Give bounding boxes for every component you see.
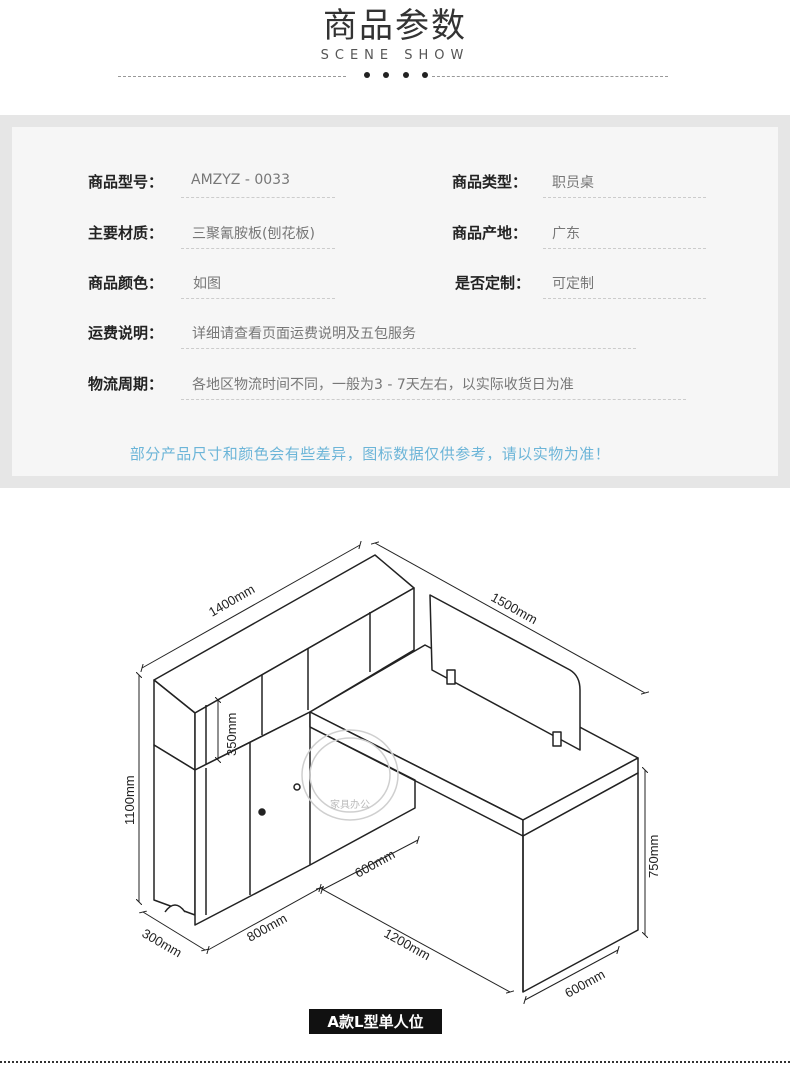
spec-shipping-value: 详细请查看页面运费说明及五包服务 (192, 326, 416, 342)
product-dimension-drawing: 家具办公 1400mm 1500mm 350mm 1100mm 750mm 60… (122, 530, 661, 1005)
divider-dots (364, 72, 428, 78)
dim-top-width: 1400mm (206, 581, 257, 619)
dim-desk-height: 750mm (646, 835, 661, 878)
bottom-divider (0, 1061, 790, 1063)
dim-cabinet-gap: 600mm (352, 846, 397, 880)
spec-custom-value: 可定制 (552, 276, 594, 292)
watermark-logo (301, 729, 399, 821)
spec-material-label: 主要材质： (88, 224, 164, 242)
spec-type-label: 商品类型： (452, 173, 528, 191)
spec-model-label: 商品型号： (88, 173, 164, 191)
spec-color-label: 商品颜色： (88, 274, 164, 292)
page-subtitle: SCENE SHOW (320, 48, 470, 63)
spec-material-value: 三聚氰胺板(刨花板) (192, 226, 315, 242)
dim-cabinet-width: 800mm (244, 910, 289, 944)
right-divider (432, 76, 668, 77)
spec-model-value: AMZYZ - 0033 (191, 172, 290, 188)
dim-desk-depth: 600mm (562, 966, 607, 1000)
spec-panel (12, 127, 778, 476)
dim-desk-length: 1500mm (489, 590, 541, 628)
spec-logistics-label: 物流周期： (88, 375, 164, 393)
dim-desk-side: 1200mm (382, 926, 434, 964)
cabinet-left-side (153, 744, 196, 916)
dim-cabinet-depth: 300mm (140, 926, 185, 961)
dim-upper-height: 350mm (224, 713, 239, 756)
spec-logistics-value: 各地区物流时间不同，一般为3 - 7天左右，以实际收货日为准 (192, 377, 574, 393)
dim-total-height: 1100mm (122, 775, 137, 825)
spec-color-value: 如图 (193, 276, 221, 292)
watermark-text: 家具办公 (330, 798, 370, 811)
spec-origin-value: 广东 (552, 226, 580, 242)
spec-type-value: 职员桌 (552, 175, 594, 191)
left-divider (118, 76, 346, 77)
page-title: 商品参数 (323, 6, 467, 46)
model-caption: A款L型单人位 (309, 1009, 442, 1034)
spec-origin-label: 商品产地： (452, 224, 528, 242)
disclaimer-note: 部分产品尺寸和颜色会有些差异，图标数据仅供参考，请以实物为准！ (129, 445, 611, 463)
spec-shipping-label: 运费说明： (88, 324, 164, 342)
spec-custom-label: 是否定制： (455, 274, 531, 292)
